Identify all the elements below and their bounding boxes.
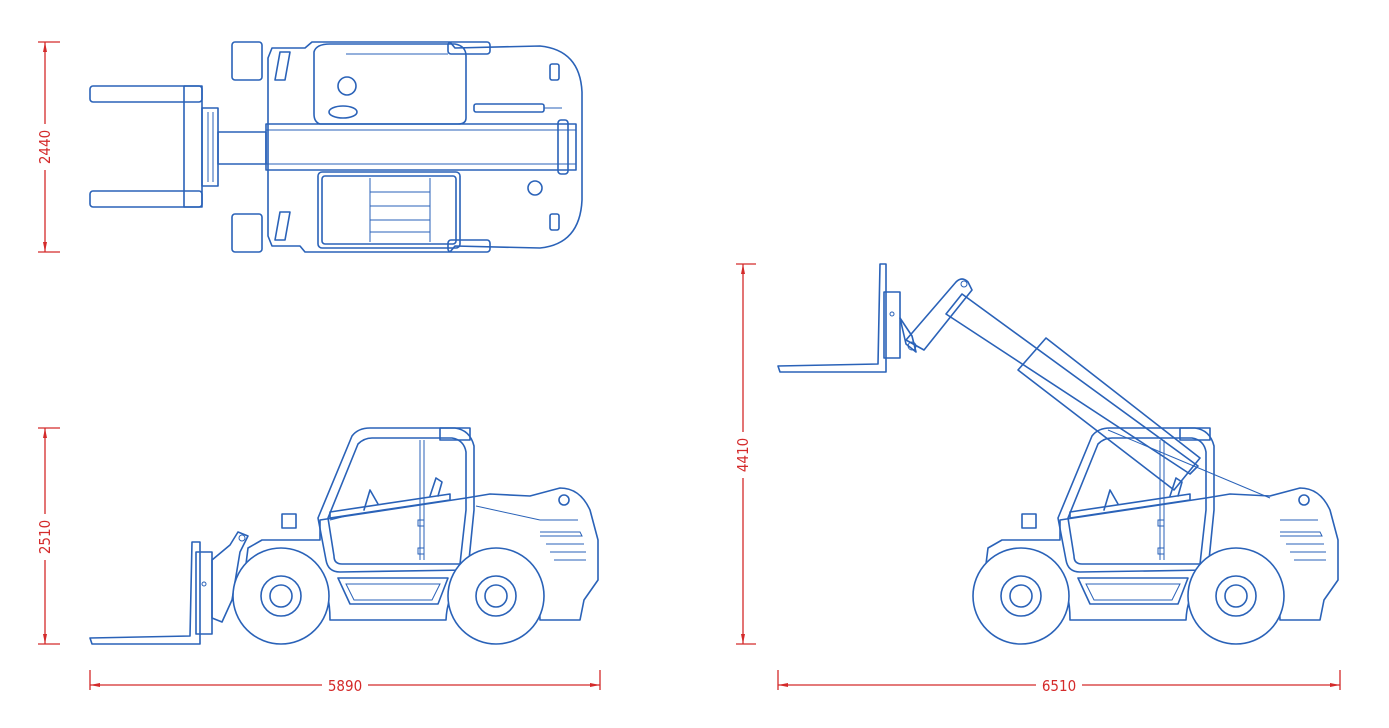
dim-side-length: 5890 xyxy=(89,670,601,695)
dim-raised-length: 6510 xyxy=(777,670,1341,695)
side-roof-light xyxy=(439,427,471,441)
raised-wheel-front xyxy=(972,547,1070,645)
top-fork-upper xyxy=(89,85,203,103)
dim-raised-height-label: 4410 xyxy=(734,438,752,472)
top-carriage-mount xyxy=(201,107,219,187)
raised-fork xyxy=(777,263,887,373)
raised-wheel-rear xyxy=(1187,547,1285,645)
top-view xyxy=(89,41,583,253)
top-boom xyxy=(265,123,577,171)
dim-side-length-label: 5890 xyxy=(328,677,362,695)
top-wheel-rl xyxy=(231,213,263,253)
dim-top-width: 2440 xyxy=(36,41,60,253)
side-view-lowered xyxy=(89,427,599,645)
side-carriage-arm xyxy=(211,531,249,623)
dim-raised-length-label: 6510 xyxy=(1042,677,1076,695)
side-view-raised xyxy=(777,263,1339,645)
top-engine-cover xyxy=(317,171,461,249)
dim-raised-height: 4410 xyxy=(734,263,756,645)
raised-boom-outer xyxy=(1017,337,1201,491)
top-boom-tip xyxy=(217,131,267,165)
dim-side-height: 2510 xyxy=(36,427,60,645)
side-wheel-rear xyxy=(447,547,545,645)
dim-side-height-label: 2510 xyxy=(36,520,54,554)
top-fork-lower xyxy=(89,190,203,208)
top-carriage xyxy=(183,85,203,208)
dim-top-width-label: 2440 xyxy=(36,130,54,164)
side-wheel-front xyxy=(232,547,330,645)
top-chassis xyxy=(267,41,583,253)
side-step xyxy=(337,577,449,605)
side-exhaust xyxy=(281,513,297,529)
top-cap-icon xyxy=(337,76,357,96)
top-cab xyxy=(313,43,467,125)
raised-boom-head xyxy=(905,278,973,351)
top-wheel-fl xyxy=(231,41,263,81)
side-fork xyxy=(89,541,201,645)
raised-boom-inner xyxy=(945,293,1199,475)
